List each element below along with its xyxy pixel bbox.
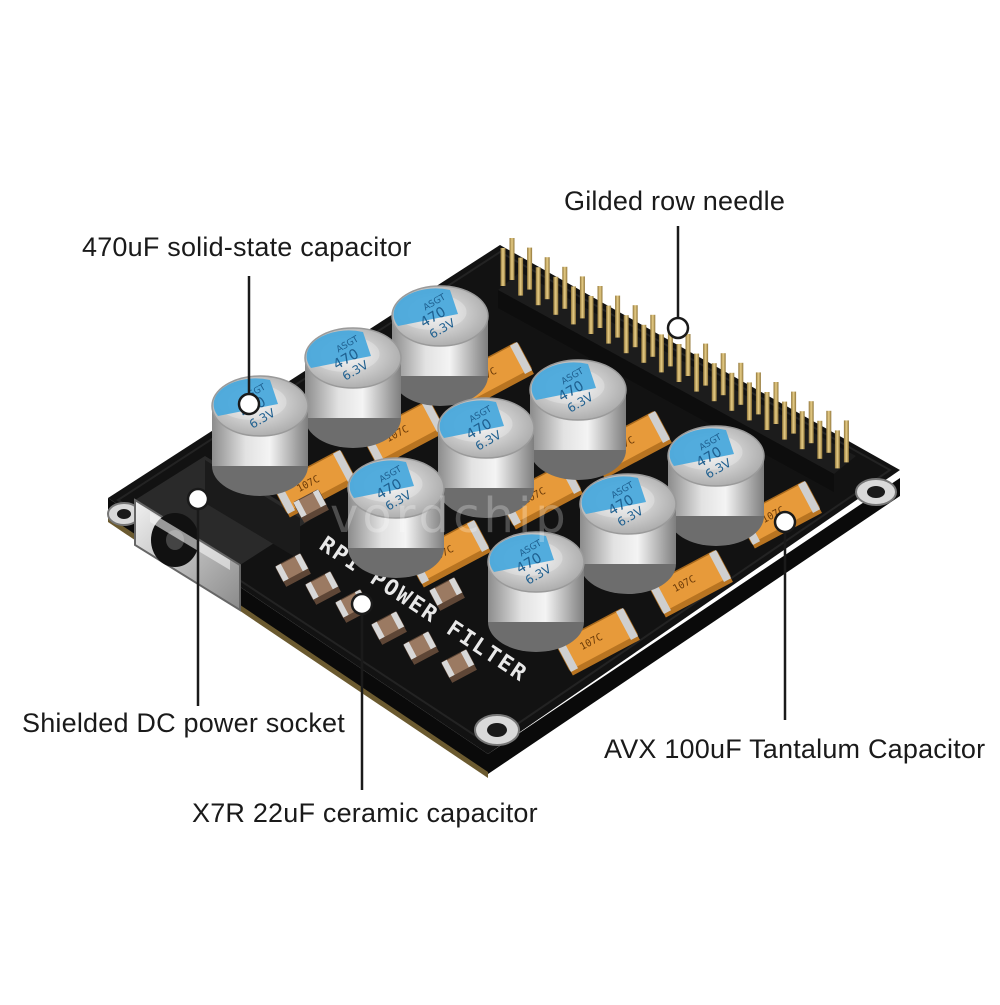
callout-lines [196, 226, 787, 790]
header-pin [834, 420, 849, 469]
header-pin [817, 410, 832, 459]
dc-power-socket [134, 456, 310, 612]
label-gilded-row-needle: Gilded row needle [564, 186, 786, 216]
header-pin [658, 324, 673, 373]
header-pin [676, 334, 691, 382]
header-pin [623, 305, 638, 354]
ceramic-capacitor [275, 553, 311, 587]
header-pin [694, 343, 709, 392]
ceramic-capacitor [371, 611, 407, 645]
header-pin [500, 238, 515, 286]
label-tantalum-capacitor: AVX 100uF Tantalum Capacitor [604, 734, 986, 764]
ceramic-capacitor [403, 631, 439, 665]
tantalum-capacitor: 107C [648, 550, 733, 618]
tantalum-capacitor: 107C [555, 608, 640, 676]
header-pin [535, 257, 550, 306]
header-pin [729, 362, 744, 411]
header-pin [606, 295, 621, 344]
header-pin [641, 314, 656, 363]
solid-state-capacitors: 4706.3VASGT4706.3VASGT4706.3VASGT4706.3V… [211, 285, 765, 652]
header-pin [764, 382, 779, 430]
header-pin [553, 266, 568, 315]
callout-dots [186, 316, 797, 616]
label-ceramic-capacitor: X7R 22uF ceramic capacitor [192, 798, 538, 828]
header-pin [570, 276, 585, 325]
header-pin [711, 353, 726, 402]
label-dc-power-socket: Shielded DC power socket [22, 708, 345, 738]
header-pin [518, 247, 533, 296]
ceramic-capacitor [441, 649, 477, 683]
ceramic-capacitor [305, 571, 341, 605]
label-solid-state-capacitor: 470uF solid-state capacitor [82, 232, 412, 262]
header-pin [746, 372, 761, 421]
header-pin [782, 391, 797, 440]
ceramic-capacitor [429, 577, 465, 611]
header-pin [799, 401, 814, 450]
ceramic-capacitor [293, 489, 329, 523]
mounting-holes [107, 478, 897, 746]
watermark-text: vordchip [330, 488, 570, 544]
header-pin [588, 286, 603, 334]
